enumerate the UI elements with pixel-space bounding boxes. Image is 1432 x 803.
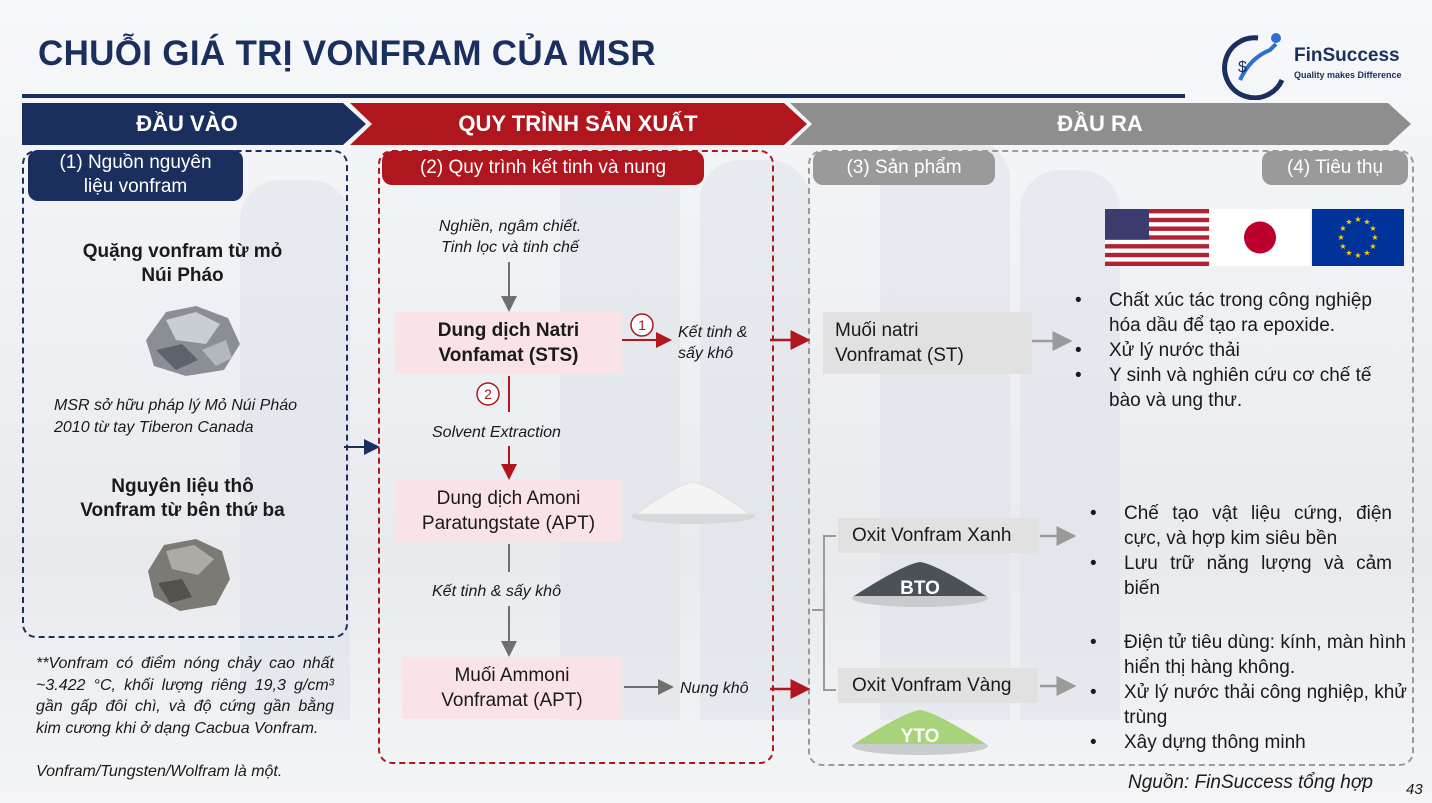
list-item: Chế tạo vật liệu cứng, điện cực, và hợp … — [1090, 501, 1392, 551]
branch1-label: Kết tinh & sấy khô — [678, 324, 748, 362]
svg-text:$: $ — [1238, 59, 1247, 76]
svg-text:★: ★ — [1354, 251, 1361, 260]
list-item: Xử lý nước thải — [1075, 338, 1405, 363]
process-step-grinding: Nghiền, ngâm chiết. Tinh lọc và tinh chế — [438, 218, 582, 256]
stage-process-label: QUY TRÌNH SẢN XUẤT — [458, 111, 698, 136]
sts-solution-box: Dung dịch Natri Vonfamat (STS) — [395, 312, 622, 374]
logo-wordmark: FinSuccess — [1294, 45, 1400, 66]
chevron-input — [22, 103, 366, 145]
raw-material-rock-icon — [148, 539, 230, 611]
svg-text:★: ★ — [1371, 233, 1378, 242]
svg-text:★: ★ — [1363, 218, 1370, 227]
marker-2-icon: 2 — [476, 382, 500, 406]
process-header: (2) Quy trình kết tinh và nung — [382, 151, 704, 185]
consumption-header: (4) Tiêu thụ — [1262, 151, 1408, 185]
products-header: (3) Sản phẩm — [813, 151, 995, 185]
chevron-process — [350, 103, 807, 145]
st-uses-list: Chất xúc tác trong công nghiệp hóa dầu đ… — [1075, 288, 1405, 413]
apt-solution-box: Dung dịch Amoni Paratungstate (APT) — [395, 480, 622, 542]
svg-text:1: 1 — [638, 317, 646, 333]
svg-text:★: ★ — [1337, 233, 1344, 242]
tungsten-footnote-names: Vonfram/Tungsten/Wolfram là một. — [36, 763, 283, 780]
tungsten-ore-icon — [146, 306, 240, 376]
bto-powder-pile-icon: BTO — [852, 562, 988, 607]
list-item: Y sinh và nghiên cứu cơ chế tế bào và un… — [1075, 363, 1405, 413]
finsuccess-logo-icon: $ — [1222, 33, 1285, 100]
list-item: Điện tử tiêu dùng: kính, màn hình hiển t… — [1090, 630, 1408, 680]
source-mine-title: Quặng vonfram từ mỏ Núi Pháo — [82, 241, 283, 286]
mine-ownership-note: MSR sở hữu pháp lý Mỏ Núi Pháo 2010 từ t… — [54, 397, 298, 436]
yto-powder-pile-icon: YTO — [852, 710, 988, 755]
tungsten-footnote: **Vonfram có điểm nóng chảy cao nhất ~3.… — [36, 655, 334, 737]
svg-text:★: ★ — [1363, 249, 1370, 258]
svg-text:★: ★ — [1339, 242, 1346, 251]
svg-text:YTO: YTO — [901, 726, 940, 747]
apt-salt-box: Muối Ammoni Vonframat (APT) — [402, 657, 622, 719]
list-item: Xây dựng thông minh — [1090, 730, 1408, 755]
yto-product-box: Oxit Vonfram Vàng — [838, 668, 1038, 703]
svg-text:★: ★ — [1345, 218, 1352, 227]
stage-input-label: ĐẦU VÀO — [136, 111, 238, 136]
source-thirdparty-title: Nguyên liệu thô Vonfram từ bên thứ ba — [80, 476, 285, 521]
svg-text:2: 2 — [484, 386, 492, 402]
us-flag-icon — [1105, 209, 1209, 266]
list-item: Xử lý nước thải công nghiệp, khử trùng — [1090, 680, 1408, 730]
source-note: Nguồn: FinSuccess tổng hợp — [1128, 772, 1373, 793]
input-header: (1) Nguồn nguyên liệu vonfram — [28, 150, 243, 201]
solvent-extraction-label: Solvent Extraction — [432, 424, 561, 441]
svg-text:★: ★ — [1369, 224, 1376, 233]
svg-text:★: ★ — [1345, 249, 1352, 258]
title-divider — [22, 94, 1185, 98]
output-section — [808, 150, 1414, 766]
yto-uses-list: Điện tử tiêu dùng: kính, màn hình hiển t… — [1090, 630, 1408, 755]
svg-text:★: ★ — [1369, 242, 1376, 251]
list-item: Lưu trữ năng lượng và cảm biến — [1090, 551, 1392, 601]
logo-tagline: Quality makes Difference — [1294, 70, 1402, 80]
japan-flag-icon — [1210, 209, 1310, 266]
list-item: Chất xúc tác trong công nghiệp hóa dầu đ… — [1075, 288, 1405, 338]
marker-1-icon: 1 — [630, 313, 654, 337]
process-step-crystallize: Kết tinh & sấy khô — [432, 583, 561, 600]
calcine-label: Nung khô — [680, 680, 749, 697]
st-product-box: Muối natri Vonframat (ST) — [823, 312, 1032, 374]
bto-product-box: Oxit Vonfram Xanh — [838, 518, 1038, 553]
page-title: CHUỖI GIÁ TRỊ VONFRAM CỦA MSR — [38, 34, 656, 73]
eu-flag-icon: ★★★ ★★★ ★★★ ★★★ — [1312, 209, 1404, 266]
svg-text:★: ★ — [1354, 215, 1361, 224]
page-number: 43 — [1406, 781, 1423, 798]
apt-powder-pile-icon — [631, 481, 755, 524]
svg-text:★: ★ — [1339, 224, 1346, 233]
bto-uses-list: Chế tạo vật liệu cứng, điện cực, và hợp … — [1090, 501, 1392, 601]
chevron-output — [790, 103, 1411, 145]
svg-text:BTO: BTO — [900, 578, 940, 599]
stage-output-label: ĐẦU RA — [1057, 111, 1143, 136]
